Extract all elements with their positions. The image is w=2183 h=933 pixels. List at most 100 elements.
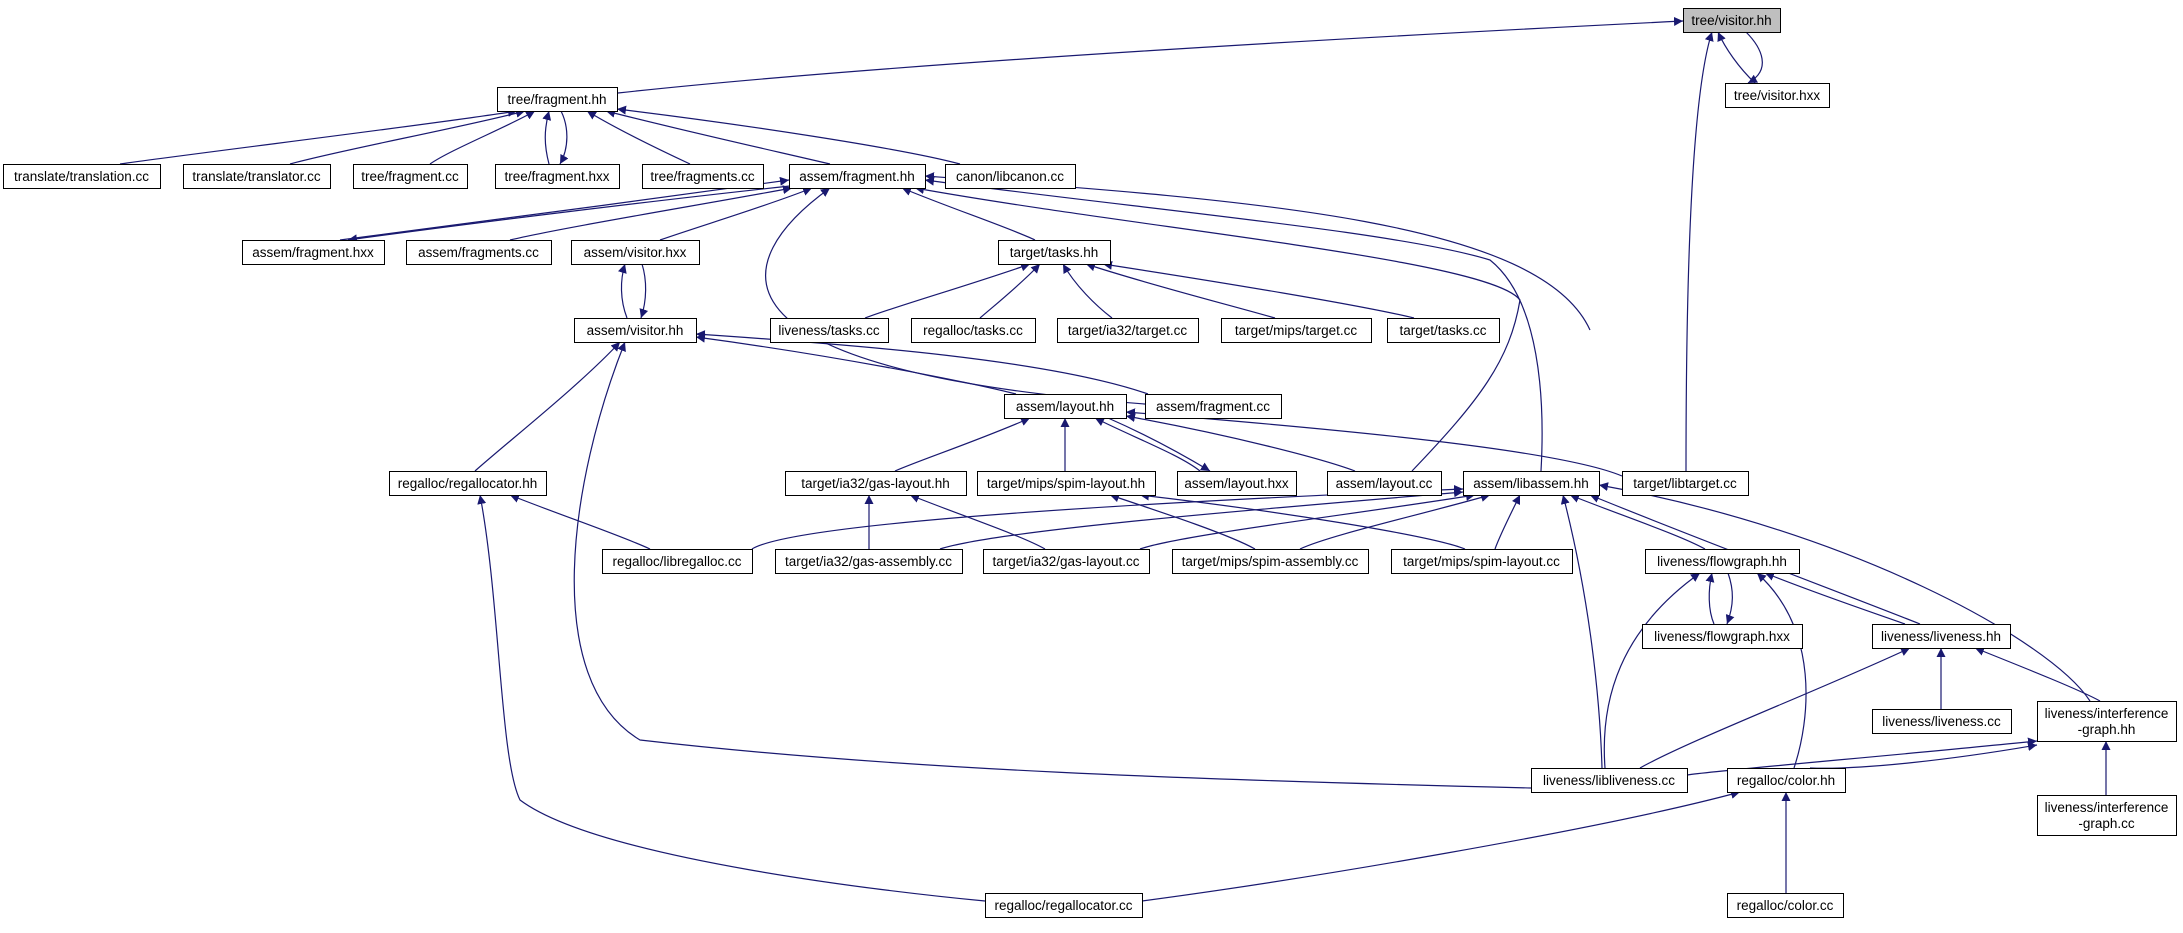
node-regalloc_regallocator_cc[interactable]: regalloc/regallocator.cc — [985, 893, 1143, 918]
node-assem_fragment_hh[interactable]: assem/fragment.hh — [789, 164, 926, 189]
node-assem_fragment_cc[interactable]: assem/fragment.cc — [1145, 394, 1282, 419]
edge-assem_libassem_hh-to-target_ia32_gas_layout_cc — [1139, 491, 1476, 550]
node-label: target/mips/spim-layout.cc — [1403, 554, 1560, 569]
node-label: assem/libassem.hh — [1473, 476, 1589, 491]
node-label: regalloc/regallocator.hh — [398, 476, 538, 491]
node-target_mips_spim_layout_cc[interactable]: target/mips/spim-layout.cc — [1391, 549, 1573, 574]
edge-assem_visitor_hxx-to-assem_visitor_hh — [618, 263, 628, 319]
node-box — [1872, 624, 2011, 649]
node-label: target/tasks.cc — [1399, 323, 1486, 338]
edge-liveness_flowgraph_hh-to-regalloc_color_hh — [1756, 572, 1807, 769]
node-tree_fragment_cc[interactable]: tree/fragment.cc — [353, 164, 468, 189]
node-regalloc_regallocator_hh[interactable]: regalloc/regallocator.hh — [389, 471, 547, 496]
node-assem_visitor_hxx[interactable]: assem/visitor.hxx — [571, 240, 700, 265]
node-tree_visitor_hxx[interactable]: tree/visitor.hxx — [1725, 83, 1830, 108]
edge-tree_fragment_hh-to-canon_libcanon_cc — [616, 105, 961, 165]
node-regalloc_libregalloc_cc[interactable]: regalloc/libregalloc.cc — [602, 549, 753, 574]
node-liveness_flowgraph_hh[interactable]: liveness/flowgraph.hh — [1645, 549, 1800, 574]
node-label: regalloc/color.hh — [1737, 773, 1835, 788]
node-label: liveness/liveness.hh — [1881, 629, 2001, 644]
node-box — [1463, 471, 1600, 496]
edge-regalloc_color_hh-to-regalloc_regallocator_cc — [1141, 790, 1741, 902]
node-target_ia32_gas_layout_cc[interactable]: target/ia32/gas-layout.cc — [983, 549, 1150, 574]
edge-assem_libassem_hh-to-liveness_interference_graph_hh — [1598, 482, 2091, 702]
edge-liveness_flowgraph_hh-to-liveness_flowgraph_hxx — [1705, 572, 1715, 625]
node-box — [945, 164, 1076, 189]
edge-tree_fragment_hh-to-assem_fragment_hh — [605, 108, 831, 165]
node-tree_visitor_hh[interactable]: tree/visitor.hh — [1683, 8, 1781, 33]
node-target_mips_spim_layout_hh[interactable]: target/mips/spim-layout.hh — [977, 471, 1156, 496]
edge-liveness_flowgraph_hxx-to-liveness_flowgraph_hh — [1725, 572, 1735, 625]
node-label: target/libtarget.cc — [1633, 476, 1737, 491]
node-box — [977, 471, 1156, 496]
node-regalloc_color_hh[interactable]: regalloc/color.hh — [1727, 768, 1846, 793]
node-label: liveness/flowgraph.hxx — [1654, 629, 1790, 644]
node-regalloc_tasks_cc[interactable]: regalloc/tasks.cc — [911, 318, 1036, 343]
node-label: canon/libcanon.cc — [956, 169, 1064, 184]
node-target_ia32_gas_assembly_cc[interactable]: target/ia32/gas-assembly.cc — [775, 549, 963, 574]
node-target_libtarget_cc[interactable]: target/libtarget.cc — [1622, 471, 1749, 496]
node-label: -graph.cc — [2078, 816, 2135, 831]
node-liveness_interference_graph_cc[interactable]: liveness/interference-graph.cc — [2037, 795, 2177, 836]
edge-tree_fragment_hh-to-tree_fragment_cc — [429, 110, 536, 165]
node-box — [2037, 795, 2177, 836]
node-regalloc_color_cc[interactable]: regalloc/color.cc — [1727, 893, 1844, 918]
node-label: tree/visitor.hxx — [1734, 88, 1821, 103]
node-label: assem/visitor.hxx — [584, 245, 687, 260]
node-box — [495, 164, 620, 189]
node-liveness_liveness_hh[interactable]: liveness/liveness.hh — [1872, 624, 2011, 649]
edge-assem_visitor_hh-to-assem_fragment_cc — [695, 330, 1149, 395]
node-assem_visitor_hh[interactable]: assem/visitor.hh — [574, 318, 697, 343]
node-liveness_liveness_cc[interactable]: liveness/liveness.cc — [1872, 709, 2012, 734]
node-box — [574, 318, 697, 343]
node-tree_fragments_cc[interactable]: tree/fragments.cc — [642, 164, 764, 189]
edge-liveness_liveness_hh-to-liveness_libliveness_cc — [1639, 647, 1911, 769]
edges-layer — [119, 16, 2111, 902]
node-translate_translation_cc[interactable]: translate/translation.cc — [3, 164, 161, 189]
node-target_tasks_cc[interactable]: target/tasks.cc — [1387, 318, 1500, 343]
node-label: liveness/libliveness.cc — [1543, 773, 1675, 788]
node-box — [985, 893, 1143, 918]
node-box — [983, 549, 1150, 574]
node-assem_layout_hxx[interactable]: assem/layout.hxx — [1177, 471, 1297, 496]
node-translate_translator_cc[interactable]: translate/translator.cc — [183, 164, 331, 189]
node-assem_fragment_hxx[interactable]: assem/fragment.hxx — [242, 240, 385, 265]
node-liveness_libliveness_cc[interactable]: liveness/libliveness.cc — [1531, 768, 1688, 793]
node-target_ia32_gas_layout_hh[interactable]: target/ia32/gas-layout.hh — [785, 471, 967, 496]
edge-liveness_interference_graph_hh-to-regalloc_color_hh — [1809, 742, 2038, 769]
edge-assem_fragment_hh-to-assem_visitor_hxx — [659, 187, 813, 241]
node-label: tree/fragments.cc — [650, 169, 755, 184]
edge-target_tasks_hh-to-target_mips_target_cc — [1085, 262, 1276, 319]
node-label: assem/layout.hxx — [1184, 476, 1289, 491]
node-label: target/mips/spim-layout.hh — [987, 476, 1145, 491]
node-label: target/ia32/gas-layout.cc — [992, 554, 1139, 569]
node-liveness_flowgraph_hxx[interactable]: liveness/flowgraph.hxx — [1642, 624, 1803, 649]
node-tree_fragment_hh[interactable]: tree/fragment.hh — [497, 87, 618, 112]
node-box — [789, 164, 926, 189]
edge-liveness_flowgraph_hh-to-liveness_libliveness_cc — [1603, 572, 1701, 769]
node-box — [1645, 549, 1800, 574]
node-target_tasks_hh[interactable]: target/tasks.hh — [998, 240, 1111, 265]
edge-assem_layout_hh-to-assem_layout_cc — [1125, 413, 1356, 472]
edge-target_tasks_hh-to-liveness_tasks_cc — [864, 262, 1031, 319]
edge-assem_fragment_hh-to-assem_fragments_cc — [509, 185, 793, 241]
edge-assem_layout_hh-to-target_ia32_gas_layout_hh — [894, 417, 1031, 472]
node-label: liveness/liveness.cc — [1882, 714, 2001, 729]
node-label: translate/translation.cc — [14, 169, 149, 184]
node-assem_layout_hh[interactable]: assem/layout.hh — [1004, 394, 1127, 419]
node-liveness_tasks_cc[interactable]: liveness/tasks.cc — [770, 318, 889, 343]
edge-assem_libassem_hh-to-target_mips_spim_layout_cc — [1494, 494, 1521, 550]
node-assem_fragments_cc[interactable]: assem/fragments.cc — [406, 240, 552, 265]
node-target_mips_target_cc[interactable]: target/mips/target.cc — [1221, 318, 1372, 343]
node-box — [1145, 394, 1282, 419]
node-assem_layout_cc[interactable]: assem/layout.cc — [1327, 471, 1442, 496]
node-target_mips_spim_assembly_cc[interactable]: target/mips/spim-assembly.cc — [1172, 549, 1369, 574]
node-liveness_interference_graph_hh[interactable]: liveness/interference-graph.hh — [2037, 701, 2177, 742]
node-canon_libcanon_cc[interactable]: canon/libcanon.cc — [945, 164, 1076, 189]
node-target_ia32_target_cc[interactable]: target/ia32/target.cc — [1057, 318, 1199, 343]
edge-assem_layout_hxx-to-assem_layout_hh — [1107, 417, 1211, 472]
node-tree_fragment_hxx[interactable]: tree/fragment.hxx — [495, 164, 620, 189]
node-box — [389, 471, 547, 496]
node-assem_libassem_hh[interactable]: assem/libassem.hh — [1463, 471, 1600, 496]
node-box — [1387, 318, 1500, 343]
